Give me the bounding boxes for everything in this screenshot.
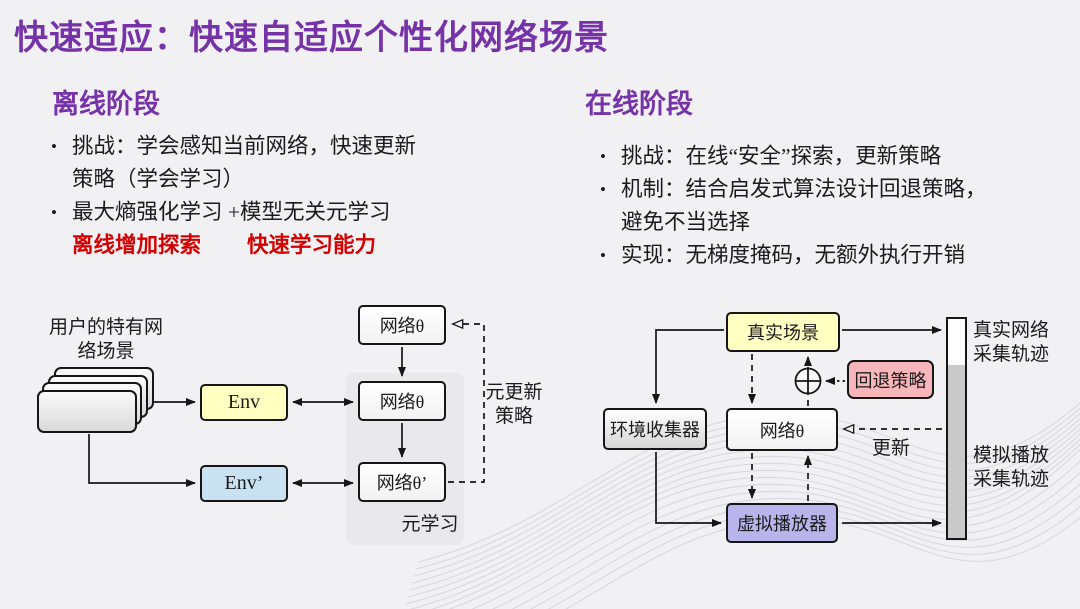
trajectory-buffer-bar	[946, 317, 967, 540]
bullet-icon: •	[51, 137, 57, 156]
env-collector-box: 环境收集器	[603, 408, 707, 450]
bullet-text: 挑战：学会感知当前网络，快速更新	[72, 134, 417, 158]
bullet-icon: •	[600, 246, 606, 265]
env-prime-box: Env’	[200, 465, 288, 502]
offline-section-heading: 离线阶段	[52, 89, 160, 119]
meta-learning-label: 元学习	[401, 514, 459, 535]
bullet-icon: •	[600, 147, 606, 166]
meta-update-label-line2: 策略	[494, 405, 533, 427]
real-trajectory-label-line1: 真实网络	[973, 320, 1050, 341]
online-bullet-list: • 挑战：在线“安全”探索，更新策略 • 机制：结合启发式算法设计回退策略， 避…	[585, 140, 1077, 272]
online-section-heading: 在线阶段	[585, 89, 693, 119]
virtual-player-box: 虚拟播放器	[726, 503, 838, 543]
fallback-policy-box: 回退策略	[847, 360, 934, 399]
bullet-text: 挑战：在线“安全”探索，更新策略	[621, 144, 942, 168]
sim-trajectory-label-line1: 模拟播放	[973, 445, 1050, 466]
bullet-text: 避免不当选择	[621, 210, 751, 234]
env-box: Env	[200, 384, 288, 421]
update-label: 更新	[872, 438, 911, 459]
scenario-stack-label: 用户的特有网 络场景	[40, 316, 172, 364]
sim-trajectory-label-line2: 采集轨迹	[973, 468, 1050, 490]
highlight-text-offline-explore: 离线增加探索	[72, 233, 202, 257]
network-theta-prime-box: 网络θ’	[358, 462, 446, 502]
network-theta-top-box: 网络θ	[358, 305, 446, 345]
list-item: • 实现：无梯度掩码，无额外执行开销	[585, 239, 1077, 272]
list-item: • 机制：结合启发式算法设计回退策略，	[585, 173, 1077, 206]
bullet-text: 机制：结合启发式算法设计回退策略，	[621, 177, 987, 201]
sim-trajectory-label: 模拟播放 采集轨迹	[973, 444, 1053, 492]
offline-bullet-list: • 挑战：学会感知当前网络，快速更新 策略（学会学习） • 最大熵强化学习 +模…	[36, 130, 541, 262]
network-theta-online-box: 网络θ	[726, 408, 838, 451]
real-scene-box: 真实场景	[726, 312, 840, 352]
network-theta-mid-box: 网络θ	[358, 381, 446, 421]
bullet-icon: •	[51, 203, 57, 222]
bullet-text: 实现：无梯度掩码，无额外执行开销	[621, 243, 966, 267]
list-item: • 最大熵强化学习 +模型无关元学习	[36, 196, 541, 229]
real-trajectory-label: 真实网络 采集轨迹	[973, 319, 1053, 367]
bullet-text: 策略（学会学习）	[72, 167, 245, 191]
scenario-card-1	[37, 390, 137, 433]
real-trajectory-label-line2: 采集轨迹	[973, 343, 1050, 365]
list-item: • 挑战：在线“安全”探索，更新策略	[585, 140, 1077, 173]
page-title: 快速适应：快速自适应个性化网络场景	[14, 20, 609, 57]
bullet-text: 最大熵强化学习 +模型无关元学习	[72, 200, 391, 224]
scenario-stack-label-line2: 络场景	[77, 340, 135, 362]
highlight-text-fast-learning: 快速学习能力	[247, 233, 377, 257]
highlight-line: 离线增加探索 快速学习能力	[36, 229, 541, 262]
meta-update-label-line1: 元更新	[485, 382, 543, 403]
trajectory-buffer-fill	[948, 365, 965, 538]
scenario-stack-label-line1: 用户的特有网	[48, 317, 163, 338]
meta-update-policy-label: 元更新 策略	[483, 381, 545, 429]
list-item: • 挑战：学会感知当前网络，快速更新	[36, 130, 541, 163]
bullet-icon: •	[600, 180, 606, 199]
